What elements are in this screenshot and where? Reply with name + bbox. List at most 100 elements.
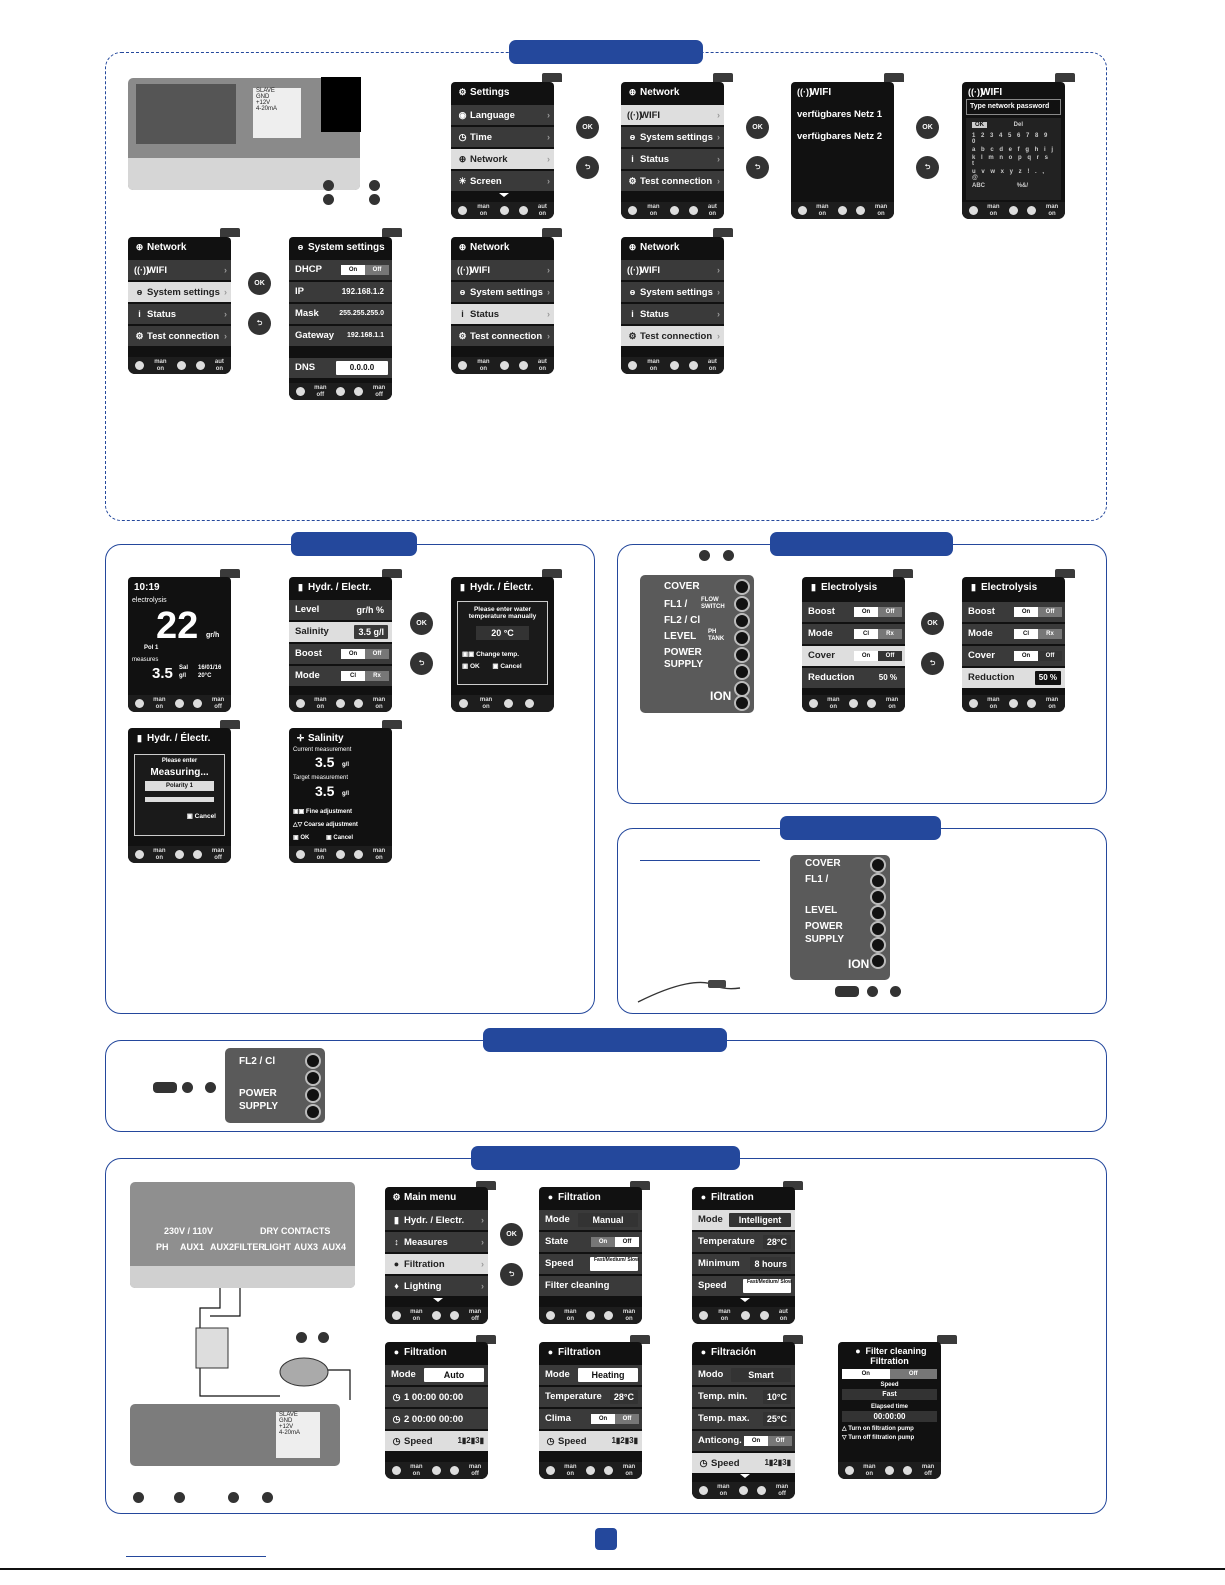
del-key[interactable]: Del xyxy=(1013,122,1024,128)
menu-item-test-connection[interactable]: ⚙Test connection› xyxy=(451,326,554,346)
back-button[interactable]: ⮌ xyxy=(746,156,769,179)
menu-item-measures[interactable]: ↕Measures› xyxy=(385,1232,488,1252)
ok-button[interactable]: OK xyxy=(248,272,271,295)
temp-min-row[interactable]: Temp. min.10°C xyxy=(692,1387,795,1407)
menu-item-test-connection[interactable]: ⚙Test connection› xyxy=(621,326,724,346)
ok-key[interactable]: OK xyxy=(972,122,987,128)
cancel-key-icon[interactable]: ▣ xyxy=(492,663,501,670)
timer-2-row[interactable]: ◷2 00:00 00:00 xyxy=(385,1409,488,1429)
ok-button[interactable]: OK xyxy=(410,612,433,635)
ok-button[interactable]: OK xyxy=(500,1223,523,1246)
menu-item-wifi[interactable]: ((·))WIFI› xyxy=(128,260,231,280)
menu-item-language[interactable]: ◉Language› xyxy=(451,105,554,125)
menu-item-hydro[interactable]: ▮Hydr. / Electr.› xyxy=(385,1210,488,1230)
keyboard[interactable]: OK Del 1 2 3 4 5 6 7 8 9 0 a b c d e f g… xyxy=(966,118,1061,200)
menu-item-test-connection[interactable]: ⚙Test connection› xyxy=(128,326,231,346)
ok-key-icon[interactable]: ▣ xyxy=(462,663,470,670)
down-key-icon[interactable]: ▽ xyxy=(842,1435,849,1441)
menu-item-screen[interactable]: ☀Screen› xyxy=(451,171,554,191)
cancel-key-icon[interactable]: ▣ xyxy=(186,813,195,820)
symbols-key[interactable]: %&/ xyxy=(1016,183,1029,189)
step-dot xyxy=(323,180,334,191)
menu-item-wifi[interactable]: ((·))WIFI› xyxy=(621,105,724,125)
menu-item-filtration[interactable]: ●Filtration› xyxy=(385,1254,488,1274)
signal-icon xyxy=(499,206,509,215)
wifi-network-item[interactable]: verfügbares Netz 2 xyxy=(791,127,894,147)
ok-button[interactable]: OK xyxy=(576,116,599,139)
temperature-value[interactable]: 20 °C xyxy=(476,626,529,640)
back-button[interactable]: ⮌ xyxy=(410,652,433,675)
back-button[interactable]: ⮌ xyxy=(916,156,939,179)
menu-item-lighting[interactable]: ♦Lighting› xyxy=(385,1276,488,1296)
screen-number xyxy=(1055,569,1075,578)
wifi-network-item[interactable]: verfügbares Netz 1 xyxy=(791,105,894,125)
back-button[interactable]: ⮌ xyxy=(921,652,944,675)
target-measurement-value[interactable]: 3.5 xyxy=(315,783,335,799)
menu-item-test-connection[interactable]: ⚙Test connection› xyxy=(621,171,724,191)
menu-item-network[interactable]: ⊕Network› xyxy=(451,149,554,169)
timer-1-row[interactable]: ◷1 00:00 00:00 xyxy=(385,1387,488,1407)
back-button[interactable]: ⮌ xyxy=(576,156,599,179)
temp-max-row[interactable]: Temp. max.25°C xyxy=(692,1409,795,1429)
menu-item-wifi[interactable]: ((·))WIFI› xyxy=(621,260,724,280)
ok-button[interactable]: OK xyxy=(746,116,769,139)
back-button[interactable]: ⮌ xyxy=(500,1263,523,1286)
menu-item-wifi[interactable]: ((·))WIFI› xyxy=(451,260,554,280)
speed-value[interactable]: Fast xyxy=(842,1389,937,1400)
ok-button[interactable]: OK xyxy=(921,612,944,635)
ok-button[interactable]: OK xyxy=(916,116,939,139)
polarity-label: Pol 1 xyxy=(144,645,159,651)
filter-cleaning-row[interactable]: Filter cleaning xyxy=(539,1276,642,1296)
menu-item-time[interactable]: ◷Time› xyxy=(451,127,554,147)
screen-number xyxy=(630,1181,650,1190)
up-key-icon[interactable]: △ xyxy=(842,1426,849,1432)
password-field[interactable]: Type network password xyxy=(966,99,1061,115)
back-button[interactable]: ⮌ xyxy=(248,312,271,335)
abc-key[interactable]: ABC xyxy=(972,183,985,189)
